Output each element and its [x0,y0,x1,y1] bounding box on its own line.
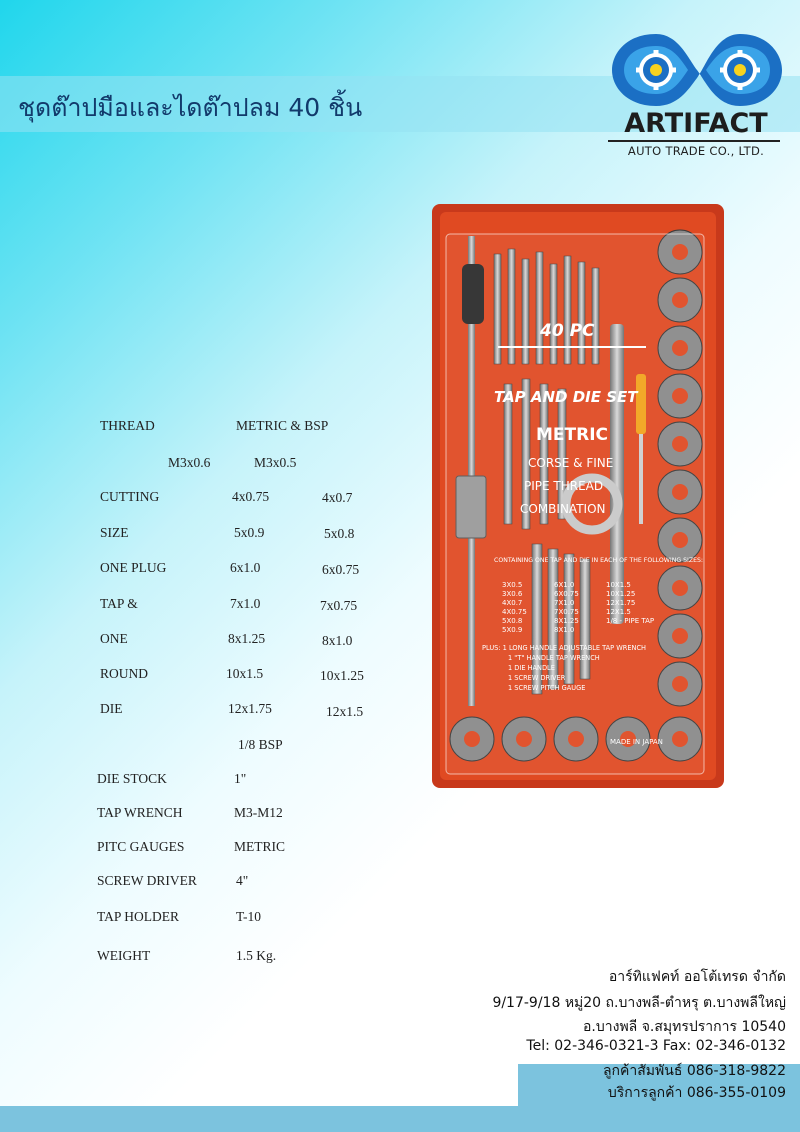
spec-bsp: 1/8 BSP [238,737,283,752]
spec-cell-a: 12x1.75 [228,701,272,716]
infinity-gears-logo-icon [612,34,782,106]
size-item: 8X1.25 [554,617,579,625]
label-count: 40 PC [539,321,595,341]
spec-cell-a: 7x1.0 [230,596,261,611]
label-contents-intro: CONTAINING ONE TAP AND DIE IN EACH OF TH… [494,557,703,564]
size-item: 1/8 - PIPE TAP [606,617,654,625]
spec-item-value: M3-M12 [234,805,283,820]
brand-name: ARTIFACT [624,108,768,139]
plus-list: PLUS: 1 LONG HANDLE ADJUSTABLE TAP WRENC… [482,644,646,692]
footer-accent-band [518,1064,800,1106]
tap-and-die-set-photo: 40 PC TAP AND DIE SET METRIC CORSE & FIN… [432,204,724,788]
size-item: 5X0.9 [502,626,522,634]
size-item: 10X1.5 [606,581,631,589]
label-line-2: PIPE THREAD [524,479,603,493]
label-line-1: CORSE & FINE [528,456,613,470]
plus-item: 1 DIE HANDLE [508,664,555,672]
spec-item-value: 1.5 Kg. [236,948,277,963]
spec-item-value: METRIC [234,839,286,854]
brand-subtitle: AUTO TRADE CO., LTD. [627,144,765,158]
spec-item-label: TAP WRENCH [97,805,183,820]
spec-cell-a: 4x0.75 [232,489,270,504]
spec-cell-a: 8x1.25 [228,631,266,646]
spec-item-label: TAP HOLDER [97,909,180,924]
size-item: 7X1.0 [554,599,574,607]
footer-company: อาร์ทิแฟคท์ ออโต้เทรด จำกัด [608,969,786,985]
size-item: 4X0.7 [502,599,522,607]
spec-cell-b: 8x1.0 [322,633,353,648]
size-item: 3X0.6 [502,590,523,598]
footer-address-2: อ.บางพลี จ.สมุทรปราการ 10540 [583,1019,786,1035]
spec-thread-label: THREAD [100,418,155,433]
spec-cell-a: 5x0.9 [234,525,265,540]
spec-row-label: CUTTING [100,489,160,504]
size-item: 8X1.0 [554,626,574,634]
size-item: 3X0.5 [502,581,522,589]
spec-row-label: SIZE [100,525,129,540]
footer-service: บริการลูกค้า 086-355-0109 [607,1085,786,1101]
spec-item-value: 1" [234,771,247,786]
footer-band [0,1106,800,1132]
spec-cell-a: 10x1.5 [226,666,264,681]
spec-row-label: ROUND [100,666,149,681]
spec-cell-b: 7x0.75 [320,598,358,613]
size-list: 3X0.5 3X0.6 4X0.7 4X0.75 5X0.8 5X0.9 6X1… [502,581,654,634]
plus-item: PLUS: 1 LONG HANDLE ADJUSTABLE TAP WRENC… [482,644,646,652]
size-item: 4X0.75 [502,608,527,616]
size-item: 10X1.25 [606,590,635,598]
label-type: METRIC [536,425,608,445]
size-item: 7X0.75 [554,608,579,616]
plus-item: 1 "T" HANDLE TAP WRENCH [508,654,600,662]
spec-item-label: SCREW DRIVER [97,873,197,888]
spec-cell-a: M3x0.6 [168,455,211,470]
spec-row-label: ONE [100,631,128,646]
spec-thread-value: METRIC & BSP [236,418,329,433]
spec-cell-b: M3x0.5 [254,455,297,470]
spec-item-label: WEIGHT [97,948,151,963]
spec-row-label: ONE PLUG [100,560,167,575]
brand-divider [608,140,780,142]
footer-tel: Tel: 02-346-0321-3 Fax: 02-346-0132 [526,1038,786,1054]
size-item: 6X0.75 [554,590,579,598]
spec-item-value: 4" [236,873,249,888]
label-made-in: MADE IN JAPAN [610,738,663,746]
spec-cell-b: 12x1.5 [326,704,364,719]
spec-row-label: DIE [100,701,123,716]
spec-cell-a: 6x1.0 [230,560,261,575]
spec-item-label: PITC GAUGES [97,839,185,854]
size-item: 6X1.0 [554,581,574,589]
size-item: 12X1.5 [606,608,631,616]
spec-cell-b: 4x0.7 [322,490,353,505]
spec-cell-b: 10x1.25 [320,668,364,683]
spec-item-value: T-10 [236,909,262,924]
plus-item: 1 SCREW PITCH GAUGE [508,684,585,692]
size-item: 12X1.75 [606,599,635,607]
spec-item-label: DIE STOCK [97,771,167,786]
footer-relations: ลูกค้าสัมพันธ์ 086-318-9822 [602,1063,786,1079]
plus-item: 1 SCREW DRIVER [508,674,566,682]
footer-address-1: 9/17-9/18 หมู่20 ถ.บางพลี-ตำหรุ ต.บางพลี… [492,995,786,1011]
spec-cell-b: 6x0.75 [322,562,360,577]
spec-row-label: TAP & [100,596,138,611]
label-headline: TAP AND DIE SET [494,388,639,406]
size-item: 5X0.8 [502,617,522,625]
page-title: ชุดต๊าปมือและไดต๊าปลม 40 ชิ้น [18,93,363,122]
label-line-3: COMBINATION [520,502,606,516]
spec-cell-b: 5x0.8 [324,526,355,541]
